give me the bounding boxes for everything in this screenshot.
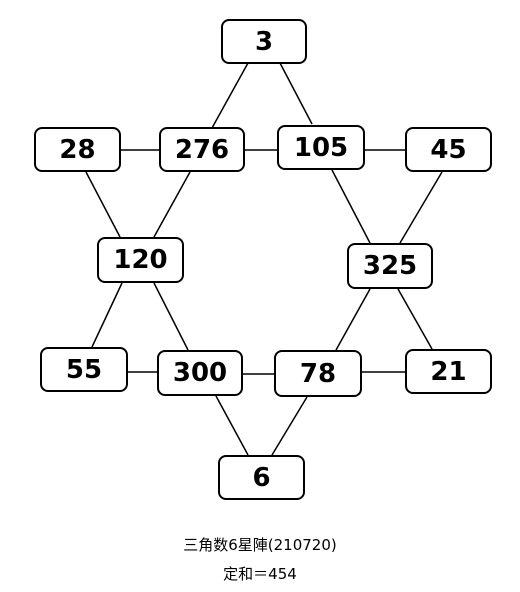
edge: [279, 62, 313, 125]
node-upper-left-inner: 276: [159, 127, 245, 172]
diagram-title: 三角数6星陣(210720): [183, 536, 337, 554]
edge: [215, 395, 249, 456]
edge: [153, 282, 189, 351]
edge: [91, 282, 123, 348]
node-lower-right-inner: 78: [274, 350, 362, 397]
node-upper-right-outer: 45: [405, 127, 492, 172]
node-lower-right-outer: 21: [405, 349, 492, 394]
edge: [271, 396, 308, 456]
node-top: 3: [221, 19, 307, 64]
edge: [153, 171, 191, 238]
edge: [399, 171, 443, 244]
node-upper-left-outer: 28: [34, 127, 121, 172]
edge: [331, 169, 371, 244]
edge: [335, 288, 371, 351]
edge: [211, 62, 249, 129]
node-mid-right: 325: [347, 243, 433, 289]
magic-sum-label: 定和＝454: [223, 565, 297, 583]
edge: [85, 171, 121, 238]
node-upper-right-inner: 105: [277, 125, 365, 170]
node-lower-left-inner: 300: [157, 350, 243, 396]
node-lower-left-outer: 55: [40, 347, 128, 392]
node-mid-left: 120: [97, 237, 184, 283]
edge: [397, 288, 433, 350]
node-bottom: 6: [218, 455, 305, 500]
